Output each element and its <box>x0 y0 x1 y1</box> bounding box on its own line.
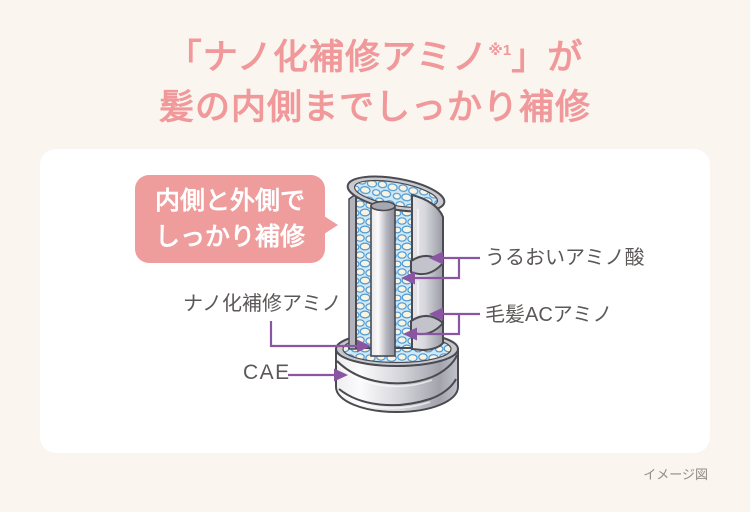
callout-line-2: しっかり補修 <box>154 223 305 251</box>
label-nano-repair-amino: ナノ化補修アミノ <box>183 293 342 315</box>
callout-pointer <box>324 216 338 234</box>
title-line-2: 髪の内側までしっかり補修 <box>158 88 591 127</box>
connector-moisture-amino <box>401 251 480 285</box>
connector-ac-amino <box>403 307 480 341</box>
connector-nano-amino <box>269 321 371 353</box>
callout-bubble: 内側と外側で しっかり補修 <box>135 175 338 263</box>
label-hair-ac-amino: 毛髪ACアミノ <box>485 304 613 326</box>
callout-line-1: 内側と外側で <box>154 187 305 215</box>
hair-strand-illustration <box>269 175 480 414</box>
hair-cut-back-wall <box>348 192 357 350</box>
label-cae: CAE <box>243 361 291 384</box>
label-moisture-amino-acid: うるおいアミノ酸 <box>485 247 645 269</box>
image-note: イメージ図 <box>643 467 708 482</box>
hair-cuticle-shell <box>410 193 445 352</box>
title-footnote-marker: ※1 <box>488 42 512 59</box>
title-line-1-suffix: 」が <box>511 38 584 77</box>
connector-cae <box>288 368 348 382</box>
hair-medulla-rod <box>370 200 396 357</box>
title-line-1: 「ナノ化補修アミノ※1」が <box>0 26 750 83</box>
title-line-1-text: 「ナノ化補修アミノ <box>166 38 489 77</box>
main-title: 「ナノ化補修アミノ※1」が 髪の内側までしっかり補修 <box>0 26 750 133</box>
